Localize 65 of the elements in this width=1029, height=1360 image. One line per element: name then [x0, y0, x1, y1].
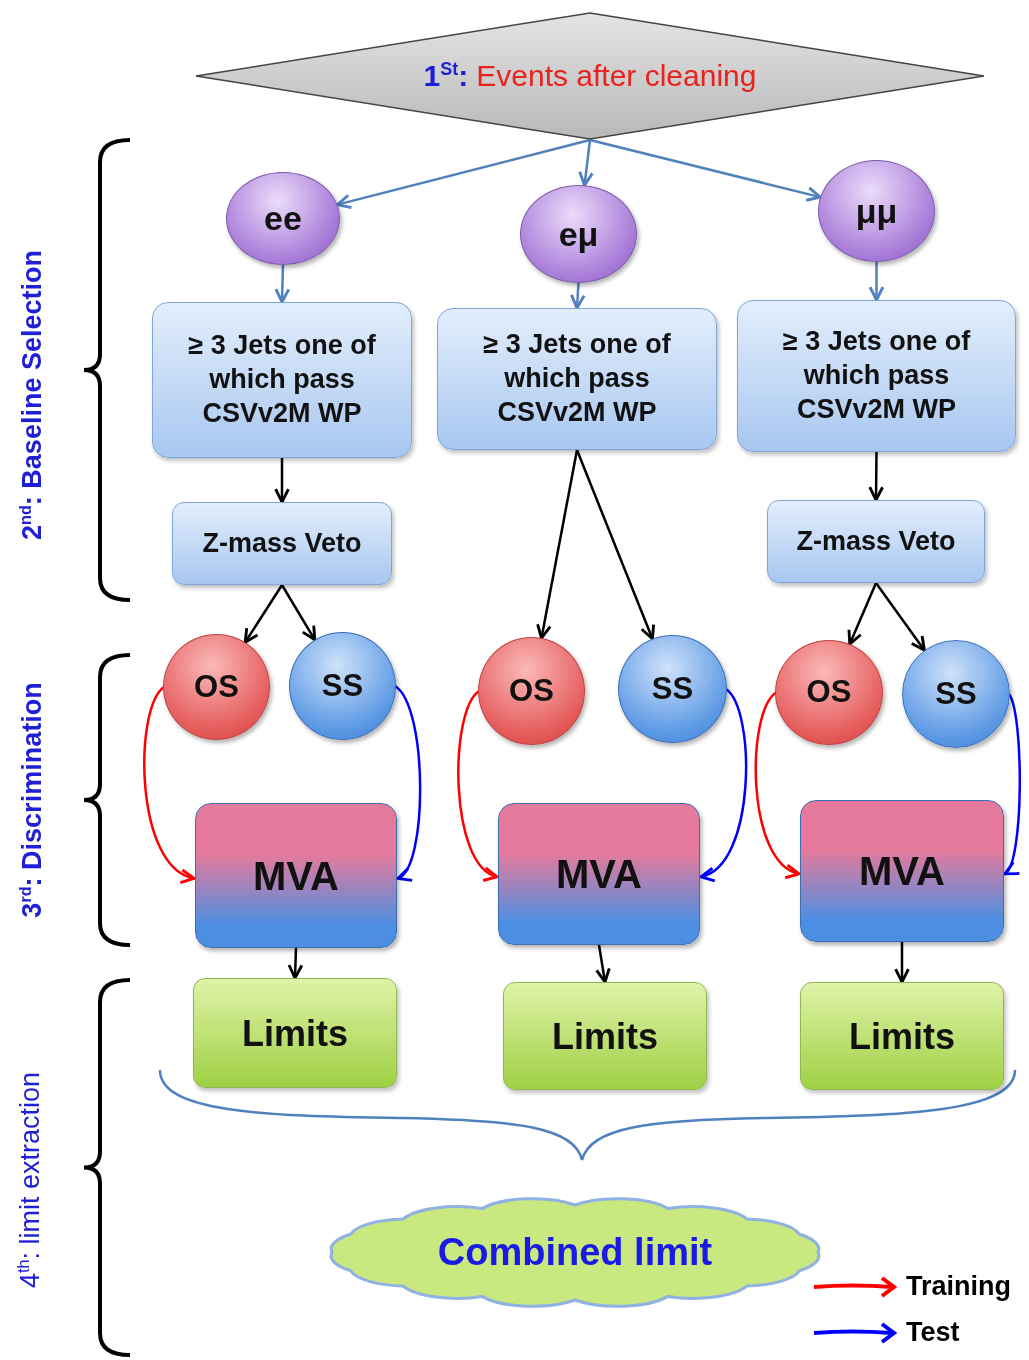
node-label: μμ	[855, 190, 898, 232]
arrow	[243, 584, 284, 644]
legend-label: Test	[906, 1317, 960, 1348]
arrow	[457, 690, 499, 879]
node-label: OS	[806, 673, 852, 712]
arrow	[274, 458, 290, 504]
sign-circle	[618, 635, 727, 743]
decision-diamond	[195, 12, 985, 140]
sign-circle	[163, 634, 270, 740]
arrow	[287, 947, 304, 980]
node-label: ≥ 3 Jets one of which pass CSVv2M WP	[482, 328, 672, 429]
arrow	[589, 138, 822, 202]
selection-box	[437, 308, 717, 450]
node-label: OS	[194, 667, 239, 706]
node-label: 1$^{St}$:	[423, 58, 469, 95]
node-label: eμ	[558, 213, 599, 255]
node-label: Limits	[552, 1014, 658, 1059]
sign-circle	[902, 640, 1010, 748]
selection-box	[152, 302, 412, 458]
arrow	[536, 449, 579, 640]
node-label: SS	[321, 666, 364, 705]
limits-box	[193, 978, 397, 1088]
limits-box	[503, 982, 707, 1090]
arrow	[575, 449, 656, 641]
arrow	[394, 685, 422, 880]
veto-box	[767, 500, 985, 583]
node-label: MVA	[253, 852, 339, 900]
node-label: Events after cleaning	[476, 58, 757, 95]
mva-box	[800, 800, 1004, 942]
sign-circle	[775, 640, 883, 745]
sign-circle	[289, 632, 396, 740]
selection-box	[737, 300, 1016, 452]
node-label: SS	[651, 669, 694, 708]
arrow	[595, 944, 611, 984]
arrow	[875, 582, 926, 652]
node-label: MVA	[859, 848, 945, 895]
limits-box	[800, 982, 1004, 1090]
node-label: Limits	[242, 1011, 348, 1056]
mva-box	[498, 803, 700, 945]
arrow	[894, 942, 910, 984]
node-label: ee	[264, 198, 302, 240]
node-label: Limits	[849, 1014, 955, 1059]
arrow	[868, 262, 885, 302]
arrow	[1003, 693, 1021, 876]
arrow	[578, 139, 594, 187]
node-label: Combined limit	[437, 1229, 713, 1275]
arrow	[335, 138, 591, 210]
arrow	[754, 691, 801, 877]
node-label: OS	[509, 671, 554, 710]
node-label: ≥ 3 Jets one of which pass CSVv2M WP	[187, 329, 377, 430]
arrow	[569, 282, 586, 310]
node-label: SS	[935, 674, 977, 713]
arrow	[274, 264, 291, 304]
veto-box	[172, 502, 392, 585]
arrow	[847, 582, 878, 646]
mva-box	[195, 803, 397, 948]
node-label: Z-mass Veto	[796, 524, 956, 558]
node-label: MVA	[556, 851, 642, 898]
node-label: Z-mass Veto	[202, 526, 362, 560]
arrow	[143, 686, 196, 882]
node-label: ≥ 3 Jets one of which pass CSVv2M WP	[781, 325, 972, 426]
arrow	[868, 452, 884, 502]
arrow	[699, 688, 748, 880]
arrow	[280, 584, 317, 642]
legend-label: Training	[906, 1271, 1011, 1302]
